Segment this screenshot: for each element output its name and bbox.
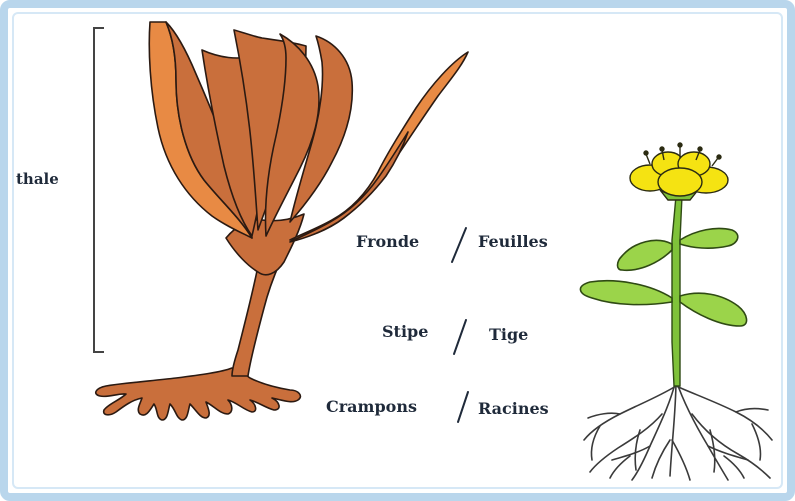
leaf-upper-right [680,228,738,248]
label-thallus: thale [16,170,59,188]
label-leaves: Feuilles [478,232,548,251]
separator-crampons-racines [458,392,468,422]
plant-flower [630,152,728,200]
label-holdfast: Crampons [326,397,417,416]
separator-stipe-tige [454,320,466,354]
plant-stem [672,196,682,386]
plant-leaves [580,228,746,326]
separator-fronde-feuilles [452,228,466,262]
algae [96,22,468,420]
plant-roots [584,380,772,480]
label-separators [452,228,468,422]
algae-holdfast [96,368,301,420]
leaf-lower-right [680,293,747,326]
plant [580,143,772,480]
label-roots: Racines [478,399,549,418]
leaf-lower-left [580,281,672,305]
petal-center [658,168,702,196]
label-frond: Fronde [356,232,419,251]
leaf-upper-left [618,240,673,270]
label-stem: Tige [489,325,528,344]
algae-stipe [232,262,280,376]
thallus-bracket [94,28,104,352]
label-stipe: Stipe [382,322,428,341]
